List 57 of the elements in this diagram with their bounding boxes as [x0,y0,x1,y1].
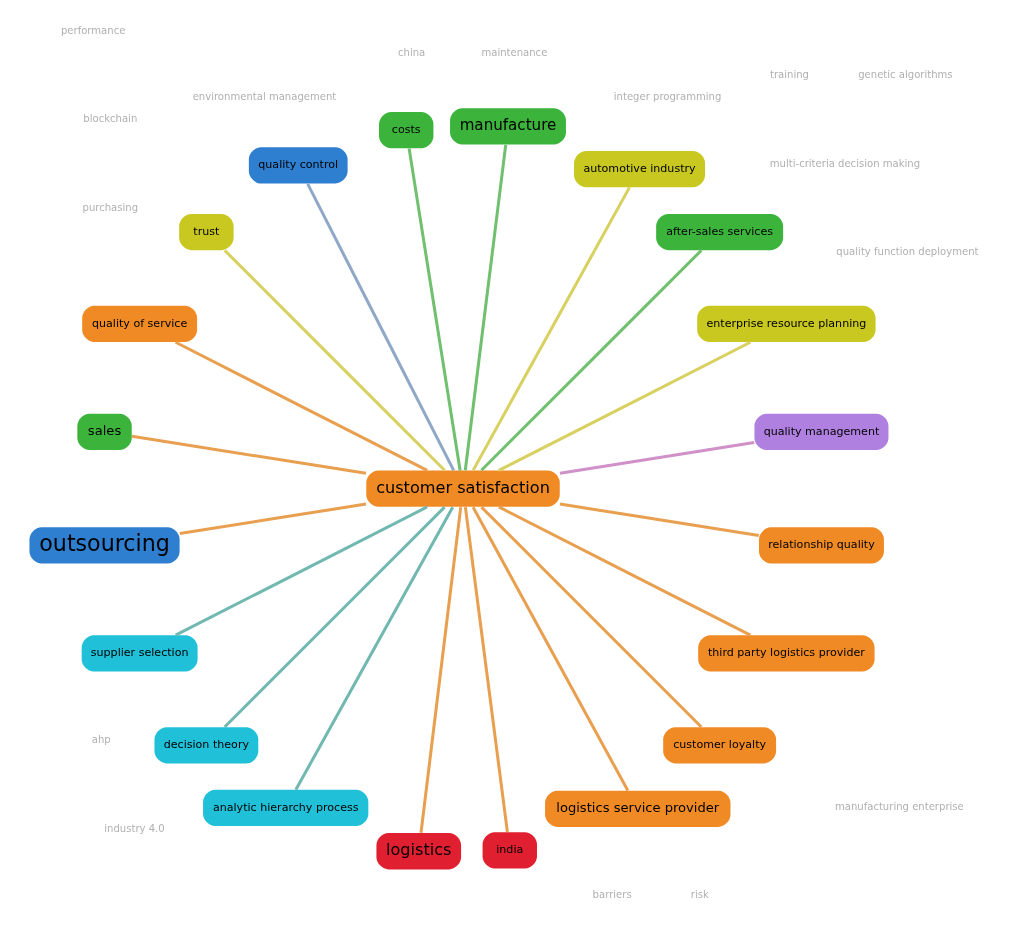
connector [463,144,508,470]
node-box: after-sales services [656,213,784,250]
connector [463,506,509,832]
label: barriers [592,888,632,900]
connector [471,186,631,471]
connector [559,502,760,537]
node-box: quality control [248,146,348,183]
connector [498,340,752,472]
connector [174,505,428,636]
connector [179,502,367,535]
label: ahp [91,733,111,745]
node-box: trust [179,213,234,250]
node-box: costs [379,111,434,148]
label: industry 4.0 [104,822,165,834]
connector [174,340,428,472]
node-box: india [482,831,537,869]
connector [559,440,755,475]
label: purchasing [82,201,139,213]
label: training [770,68,810,80]
connector [407,147,462,471]
node-box: manufacture [450,107,566,145]
node-box: customer loyalty [663,726,777,763]
connector [419,506,463,833]
node-box: sales [77,413,132,450]
label: integer programming [613,90,722,102]
label: risk [690,888,709,900]
connector [294,506,454,790]
node-box: supplier selection [81,634,198,672]
node-box: logistics service provider [545,790,731,827]
label: maintenance [481,46,548,58]
node-box: third party logistics provider [698,634,875,672]
label: performance [60,24,126,36]
connector [498,505,752,636]
connector [223,505,446,728]
label: manufacturing enterprise [834,800,964,812]
label: china [397,46,426,58]
node-box: outsourcing [29,526,180,564]
node-box: enterprise resource planning [697,305,876,342]
label: environmental management [192,90,337,102]
connector [131,434,367,475]
node-box: quality management [754,413,889,450]
label: genetic algorithms [858,68,953,80]
node-box: relationship quality [759,526,884,564]
label: multi-criteria decision making [769,157,921,169]
connector [471,506,630,791]
node-box: quality of service [82,305,198,342]
connector [306,182,455,471]
node-box: customer satisfaction [366,470,560,507]
label: blockchain [83,112,138,124]
connector [480,248,703,471]
connector [223,248,446,471]
node-box: analytic hierarchy process [203,789,369,826]
node-box: decision theory [154,726,259,763]
node-box: automotive industry [574,150,706,187]
node-box: logistics [376,832,462,869]
label: quality function deployment [836,245,979,257]
connector [480,505,703,728]
